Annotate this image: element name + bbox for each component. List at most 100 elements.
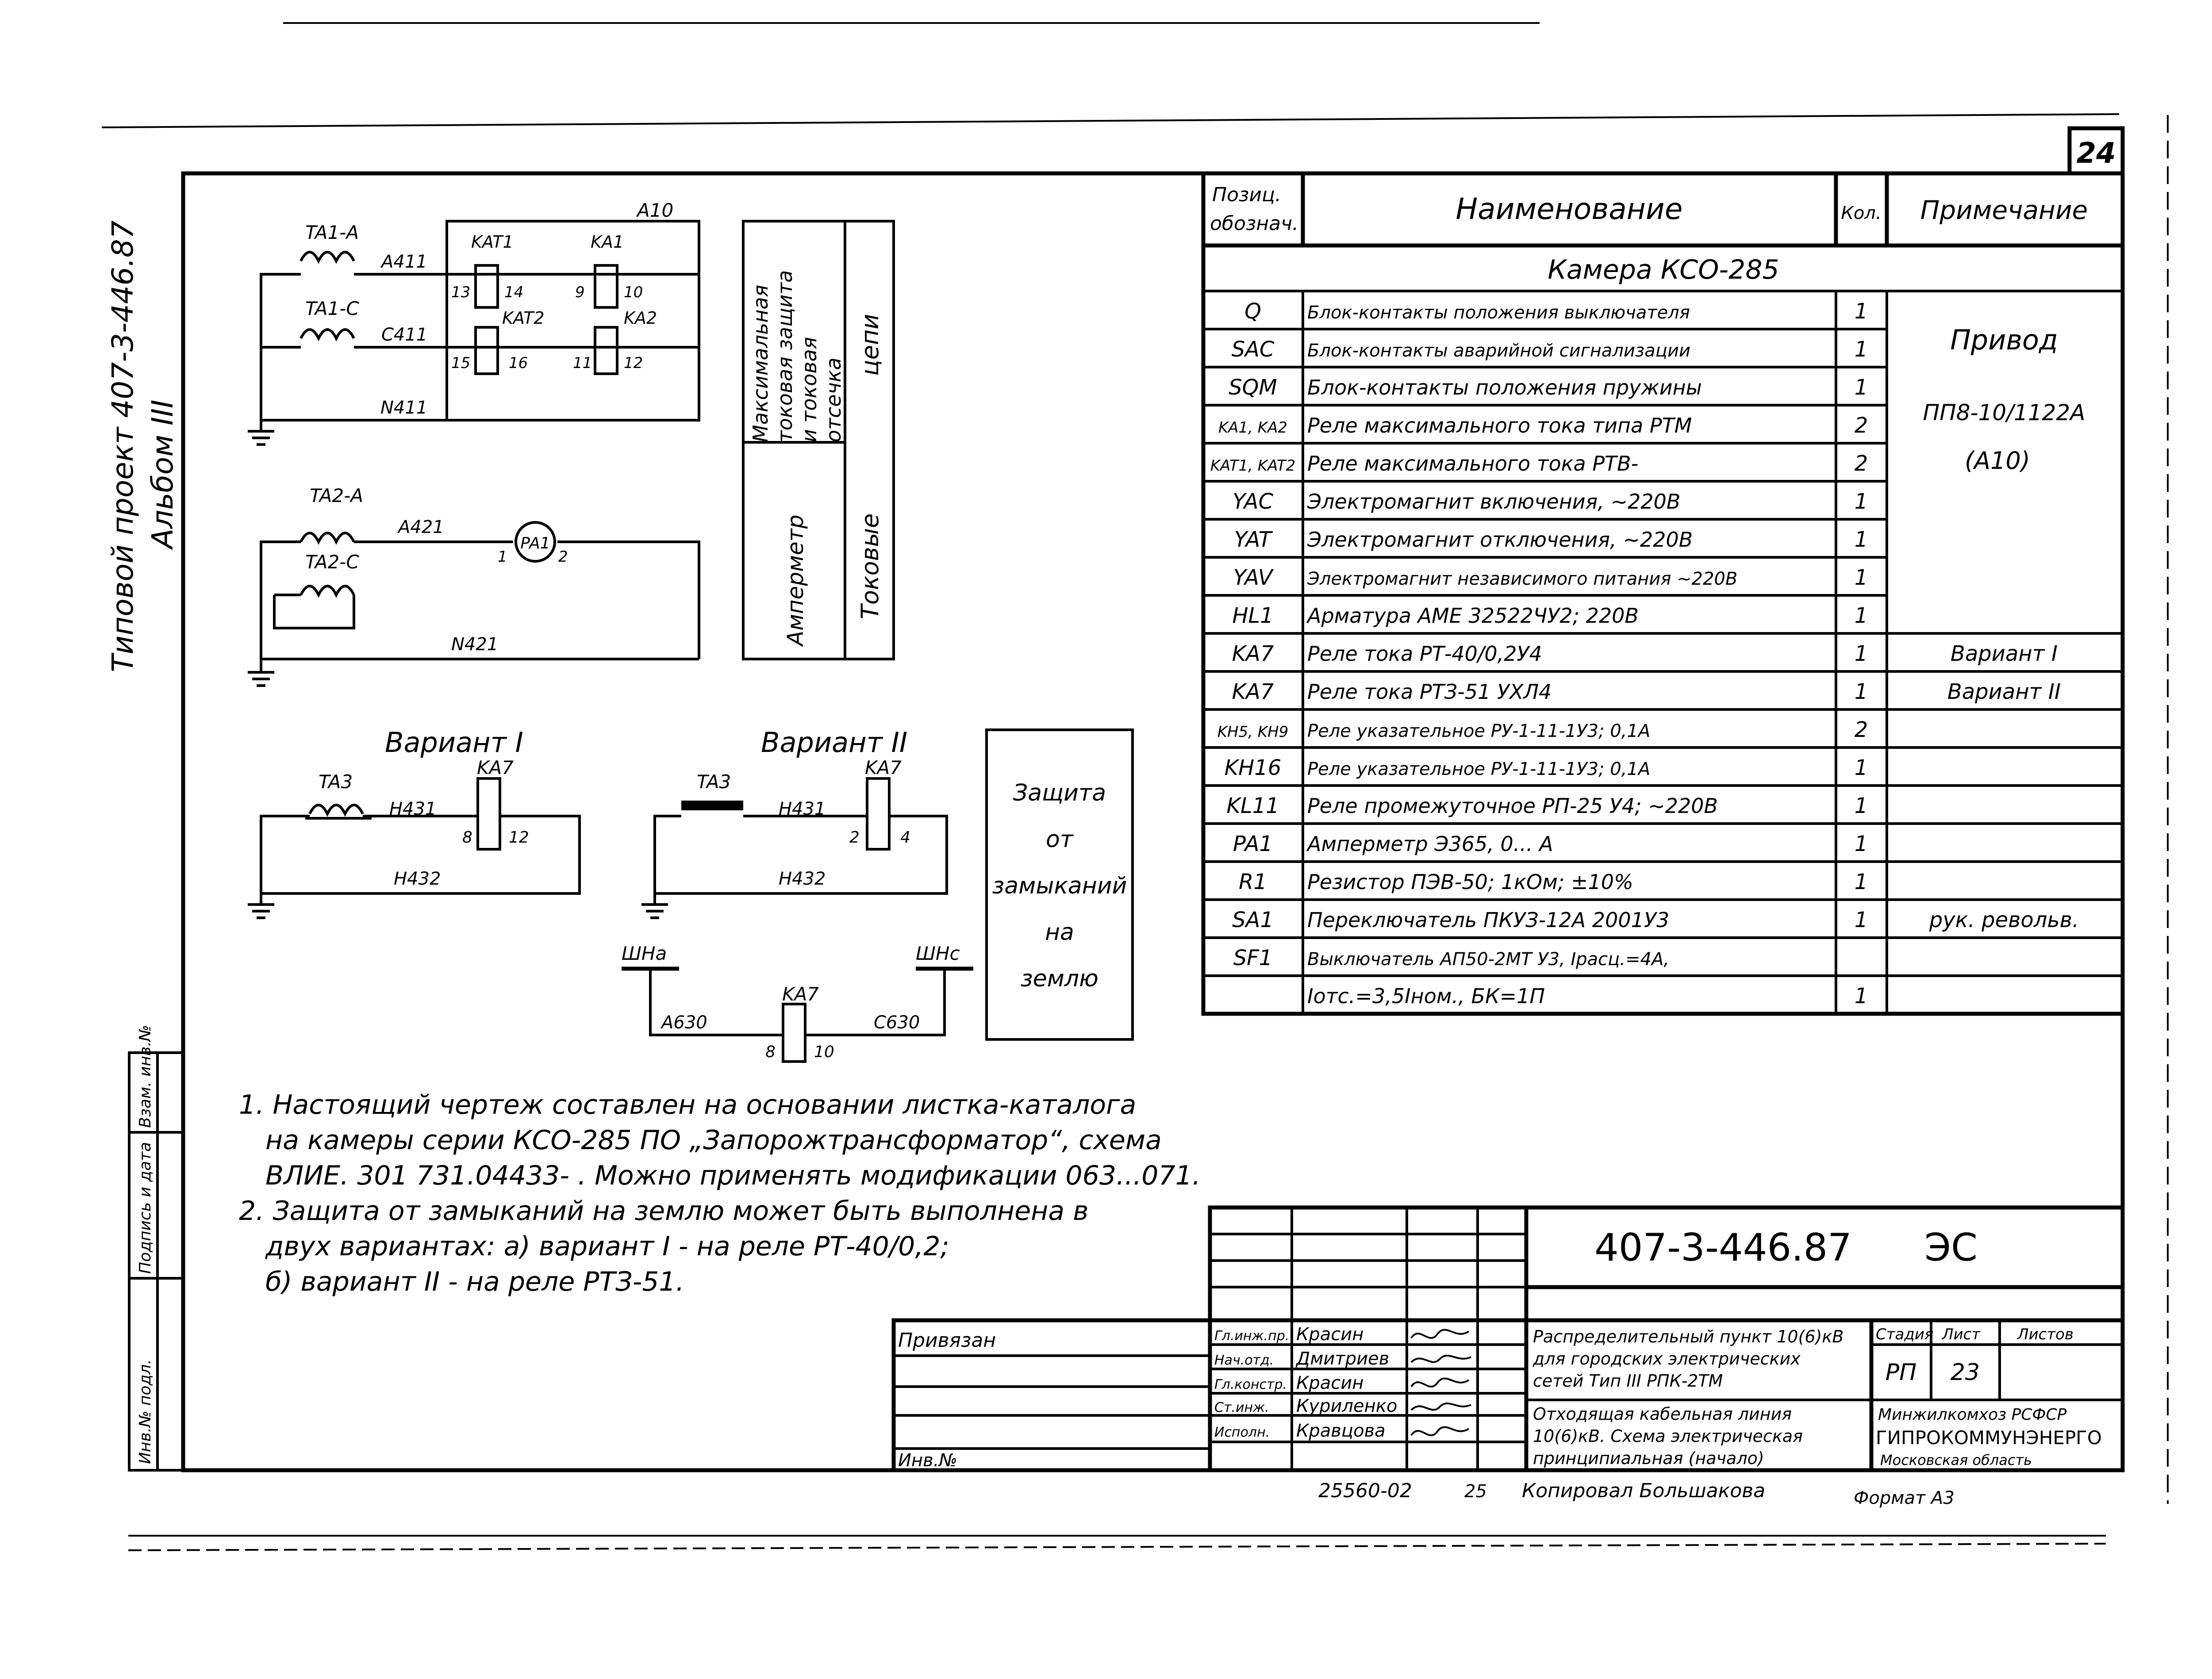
drive-note-2: ПП8-10/1122А (1923, 400, 2085, 426)
signature (1410, 1329, 1470, 1339)
name-1: Красин (1296, 1324, 1363, 1345)
spec-row-name: Реле максимального тока типа РТМ (1307, 414, 1692, 437)
relay-label-ka7-bus: KA7 (782, 983, 819, 1005)
signature (1410, 1402, 1471, 1411)
spec-section-title: Камера КСО-285 (1548, 254, 1779, 285)
role-5: Исполн. (1214, 1425, 1270, 1440)
variant-2-title: Вариант II (761, 726, 907, 759)
scan-edge-dashed (128, 1543, 2106, 1551)
spec-row-pos: KA1, KA2 (1218, 419, 1287, 437)
wire-label-c411: C411 (381, 325, 427, 345)
spec-row-name: Переключатель ПКУЗ-12А 2001У3 (1307, 908, 1669, 932)
relay-ka2 (594, 326, 618, 375)
spec-row-qty: 2 (1855, 413, 1868, 438)
spec-head-qty: Кол. (1841, 203, 1881, 223)
spec-row-pos: PA1 (1233, 832, 1273, 856)
spec-row-note: Вариант II (1947, 679, 2061, 704)
spec-row-qty: 1 (1855, 375, 1868, 400)
wire-label-h431-v2: H431 (779, 799, 826, 819)
variant-1-title: Вариант I (385, 726, 523, 759)
binding-label: Привязан (898, 1329, 996, 1352)
spec-row-pos: SAC (1232, 337, 1275, 362)
wire-h432-v2 (655, 815, 948, 895)
ground-symbol (248, 659, 274, 687)
relay-ka7-v1 (476, 777, 501, 851)
wire-left-bus (260, 273, 301, 420)
wire-label-n411: N411 (380, 398, 427, 418)
wire-a421-right (557, 540, 700, 659)
ct-label-ta2c: TA2-C (305, 551, 359, 573)
spec-row-pos: SA1 (1232, 908, 1274, 932)
wire-label-a630: A630 (660, 1012, 707, 1033)
relay-pin-v1-a: 8 (462, 828, 472, 847)
spec-row-qty: 1 (1855, 603, 1868, 628)
scan-edge-line (101, 113, 2120, 128)
left-stamp-inv: Инв.№ подл. (136, 1359, 154, 1464)
wire-a630 (649, 969, 783, 1036)
spec-row-pos: YAT (1234, 527, 1273, 552)
block-ammeter: TA2-A TA2-C A421 N421 PA1 1 2 (248, 485, 700, 687)
ct-coil-ta1c (300, 328, 355, 341)
role-2: Нач.отд. (1214, 1353, 1274, 1368)
ct-coil-ta2a (300, 532, 355, 545)
spec-row-name: Iотс.=3,5Iном., БК=1П (1307, 984, 1545, 1008)
voltage-bus-circuit: ШНа ШНс KA7 A630 C630 8 10 (622, 943, 973, 1063)
ground-symbol (248, 893, 274, 919)
wire-v1-left (260, 815, 310, 893)
relay-pin-bus-b: 10 (814, 1043, 834, 1061)
ct-label-ta3-v2: TA3 (697, 771, 731, 793)
cabinet-label: A10 (636, 199, 673, 221)
spec-row-name: Электромагнит отключения, ~220В (1307, 528, 1693, 552)
label-box-frame (742, 220, 895, 660)
spec-head-name: Наименование (1456, 192, 1683, 226)
format-label: Формат А3 (1854, 1488, 1955, 1508)
block-overcurrent: A10 TA1-A TA1-C A411 C411 N411 KAT1 KA1 … (248, 199, 700, 446)
ammeter-label: PA1 (520, 534, 550, 552)
spec-row-qty: 1 (1855, 679, 1868, 704)
spec-row-name: Электромагнит включения, ~220В (1307, 490, 1680, 514)
label-overcurrent-2: токовая защита (773, 270, 797, 442)
spec-row-qty: 1 (1855, 832, 1868, 856)
name-5: Кравцова (1296, 1421, 1386, 1441)
ct-label-ta1c: TA1-C (305, 298, 359, 319)
role-4: Ст.инж. (1214, 1400, 1269, 1415)
ground-fault-line-4: на (1045, 919, 1074, 946)
spec-row-pos: KH5, KH9 (1217, 723, 1289, 741)
spec-row-qty: 2 (1855, 451, 1868, 476)
wire-left-bus-2 (260, 540, 301, 659)
label-overcurrent-4: отсечка (822, 357, 845, 442)
doc-type: ЭС (1924, 1226, 1978, 1270)
spec-row-note: Вариант I (1951, 641, 2058, 666)
ct-label-ta3: TA3 (319, 771, 353, 793)
spec-row-qty: 1 (1855, 794, 1868, 818)
ct-coil-ta3 (308, 804, 364, 817)
spec-row-name: Реле тока РТЗ-51 УХЛ4 (1307, 680, 1551, 704)
note-line-6: б) вариант II - на реле РТЗ-51. (265, 1266, 684, 1297)
spec-head-pos-1: Позиц. (1212, 184, 1281, 206)
note-line-4: 2. Защита от замыканий на землю может бы… (239, 1196, 1089, 1227)
doc-code: 407-3-446.87 (1594, 1226, 1852, 1270)
variant-1-circuit: Вариант I TA3 KA7 H431 H432 8 12 (248, 726, 581, 919)
title-line-1: Распределительный пункт 10(6)кВ (1533, 1327, 1843, 1346)
signature (1410, 1354, 1471, 1363)
spec-row-pos: SF1 (1233, 946, 1273, 970)
ct-label-ta2a: TA2-A (310, 485, 363, 506)
spec-row-name: Электромагнит независимого питания ~220В (1307, 569, 1737, 589)
spec-head-note: Примечание (1920, 195, 2088, 225)
inv-label: Инв.№ (898, 1450, 957, 1471)
spec-row-qty: 1 (1855, 870, 1868, 894)
bottom-code: 25560-02 (1318, 1480, 1412, 1502)
spec-row-pos: Q (1244, 299, 1261, 324)
spec-row-name: Реле указательное РУ-1-11-1У3; 0,1А (1307, 759, 1650, 779)
spec-row-qty: 1 (1855, 755, 1868, 780)
spec-row-pos: KAT1, KAT2 (1210, 457, 1296, 475)
bus-label-c: ШНс (916, 943, 960, 964)
bottom-number: 25 (1464, 1481, 1487, 1502)
terminal-10: 10 (624, 284, 643, 301)
spec-row-qty: 1 (1855, 489, 1868, 514)
terminal-16: 16 (509, 354, 528, 372)
label-overcurrent-1: Максимальная (749, 285, 772, 442)
spec-row-name: Реле указательное РУ-1-11-1У3; 0,1А (1307, 721, 1650, 741)
variant-2-circuit: Вариант II TA3 KA7 H431 H432 2 4 (641, 726, 948, 919)
